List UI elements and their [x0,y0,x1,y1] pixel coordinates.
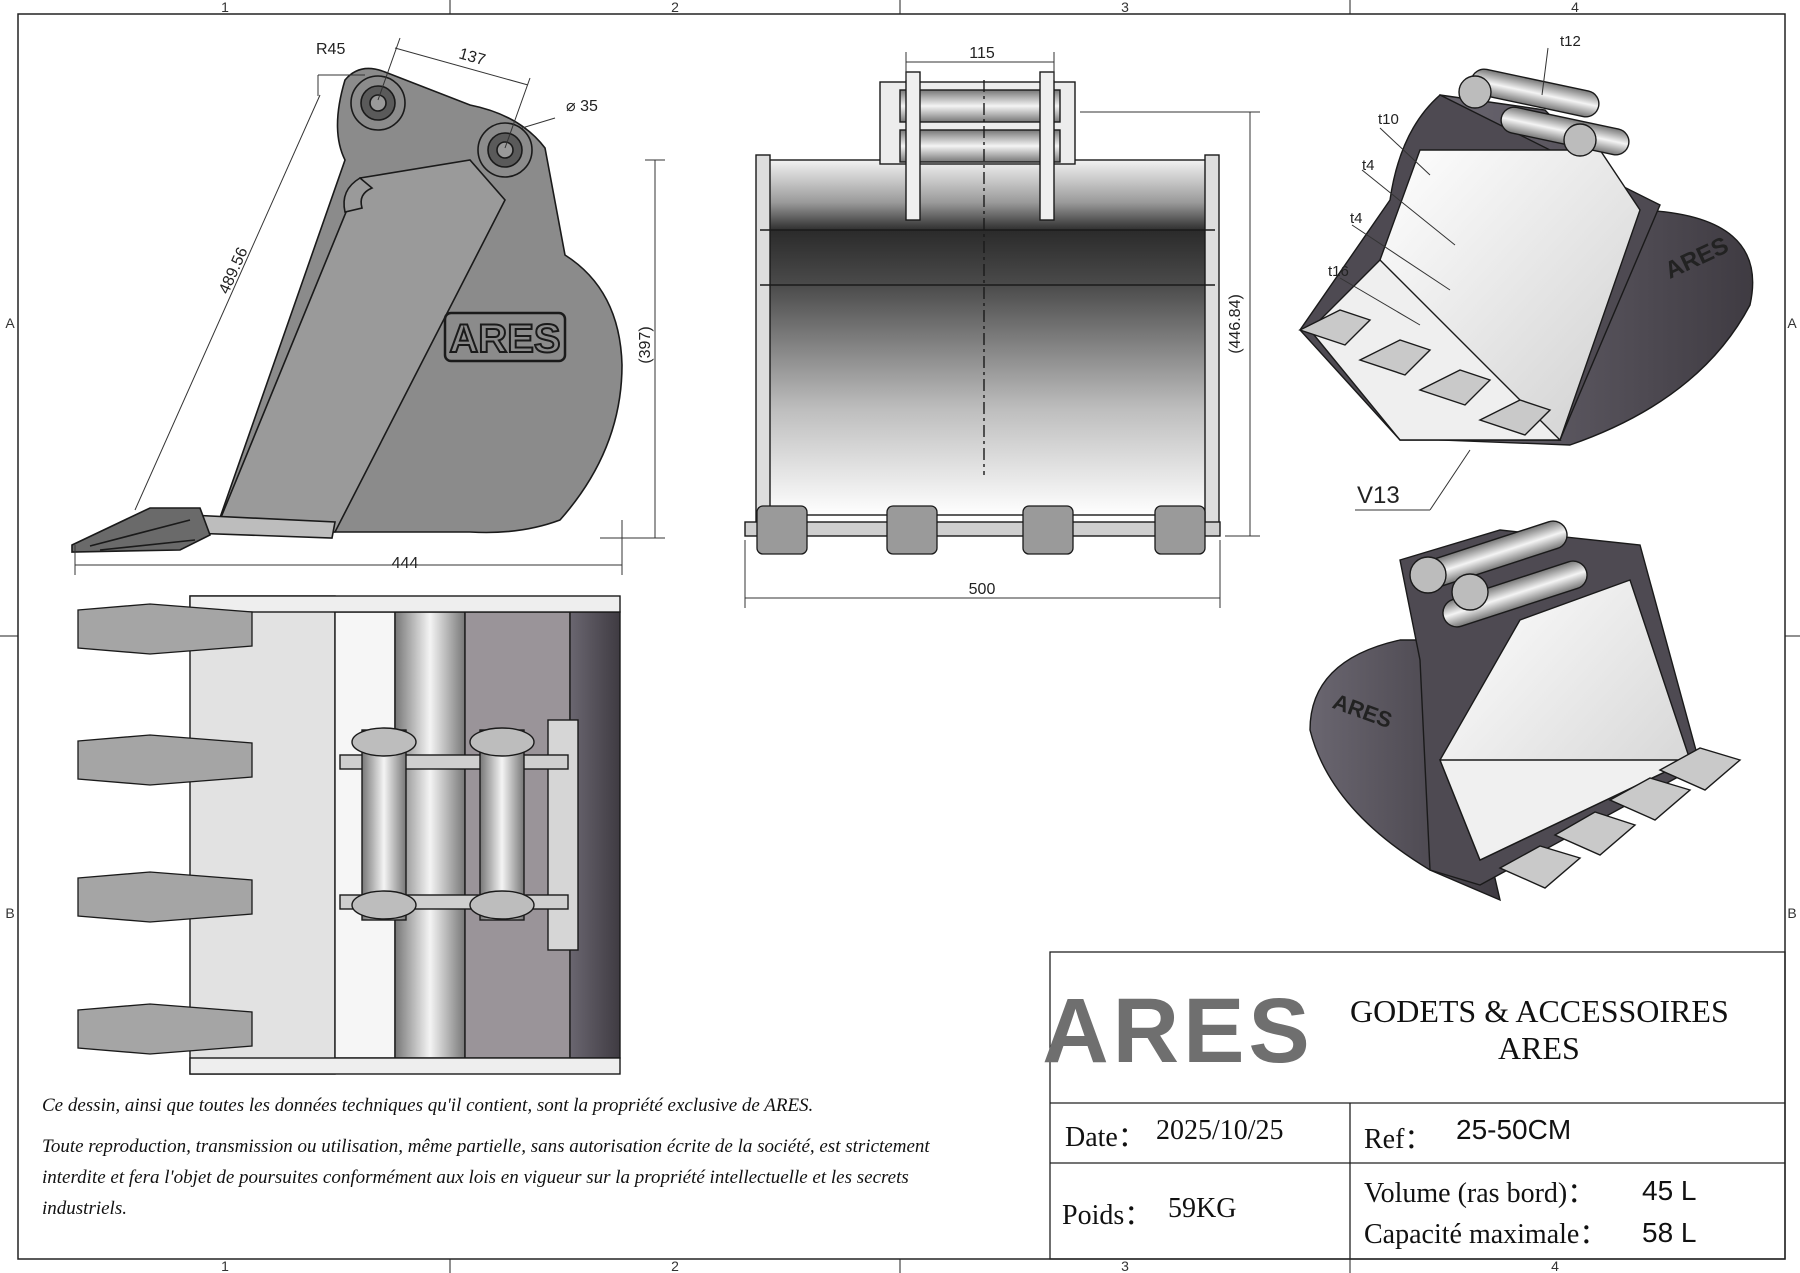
date-value: 2025/10/25 [1156,1115,1284,1146]
volume-value: 45 L [1642,1175,1697,1206]
grid-row-a-right: A [1787,315,1797,331]
grid-col-2-top: 2 [671,0,679,15]
capacity-value: 58 L [1642,1217,1697,1248]
side-dim-text: R45 137 ⌀ 35 489.56 (397) 444 [216,41,654,572]
dim-side-height: (397) [637,326,654,363]
ref-label: Ref： [1364,1124,1433,1155]
dim-radius: R45 [316,41,345,58]
copyright-notice-paragraph: Toute reproduction, transmission ou util… [42,1136,930,1219]
svg-text:ARES: ARES [449,317,560,361]
ref-value: 25-50CM [1456,1114,1572,1145]
front-view [744,71,1221,537]
label-tooth: V13 [1357,482,1400,509]
grid-col-3-bottom: 3 [1121,1258,1129,1273]
copyright-notice-line1: Ce dessin, ainsi que toutes les données … [42,1095,814,1116]
iso-view-top [1298,68,1754,446]
thickness-text: t12 t10 t4 t4 t16 V13 [1328,33,1581,509]
date-label: Date： [1065,1122,1146,1153]
grid-col-1-bottom: 1 [221,1258,229,1273]
grid-col-3-top: 3 [1121,0,1129,15]
title-block [1049,951,1786,1260]
weight-label: Poids： [1062,1200,1153,1231]
iso-view-bottom [1309,520,1742,902]
front-dimensions [744,52,1260,608]
dim-pin-spacing: 137 [457,46,487,70]
front-dim-text: 115 (446.84) 500 [969,45,1244,598]
grid-row-b-right: B [1787,905,1796,921]
svg-text:ARES: ARES [1042,980,1314,1082]
dim-pin-width: 115 [969,45,995,62]
label-t12: t12 [1560,33,1581,50]
grid-col-4-bottom: 4 [1551,1258,1559,1273]
weight-value: 59KG [1168,1193,1237,1224]
company-name-line1: GODETS & ACCESSOIRES [1350,993,1729,1029]
capacity-label: Capacité maximale： [1364,1219,1608,1250]
dim-diagonal: 489.56 [216,245,251,297]
grid-col-2-bottom: 2 [671,1258,679,1273]
thickness-leaders [1339,47,1549,511]
company-name-line2: ARES [1498,1030,1580,1066]
title-block-logo: ARES [1042,980,1314,1082]
volume-label: Volume (ras bord)： [1364,1178,1596,1209]
label-t10: t10 [1378,111,1399,128]
dim-front-height: (446.84) [1227,294,1244,354]
dim-pin-diameter: ⌀ 35 [566,98,598,115]
top-teeth [77,603,253,1055]
side-view-logo: ARES [443,311,567,363]
top-view [189,595,621,1075]
side-view [71,67,623,553]
grid-labels: 1 2 3 4 1 2 3 4 A A B B [5,0,1797,1273]
side-dimensions [74,37,665,575]
grid-row-b-left: B [5,905,14,921]
grid-col-1-top: 1 [221,0,229,15]
dim-side-length: 444 [392,555,419,572]
front-teeth [756,505,1206,555]
label-t16: t16 [1328,263,1349,280]
label-t4-b: t4 [1350,210,1363,227]
label-t4-a: t4 [1362,157,1375,174]
grid-row-a-left: A [5,315,15,331]
dim-front-width: 500 [969,581,996,598]
grid-col-4-top: 4 [1571,0,1579,15]
